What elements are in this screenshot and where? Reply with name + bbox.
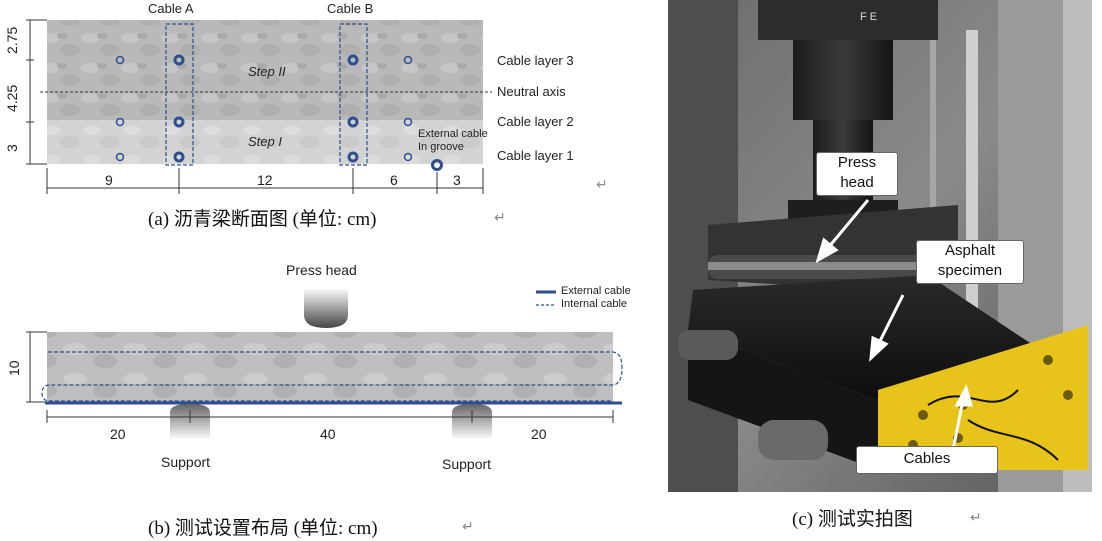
press-head-callout-text: Press head [837, 154, 877, 191]
test-photo: F E [668, 0, 1092, 492]
cable-a-box [165, 23, 194, 166]
step-2-region [47, 20, 483, 120]
internal-cable-path [41, 351, 623, 402]
step-1-label: Step I [248, 134, 282, 149]
panel-c-photo: F E Press h [668, 0, 1102, 541]
press-head-label-b: Press head [286, 262, 357, 278]
asphalt-specimen-callout-text: Asphalt specimen [937, 242, 1003, 279]
caption-b: (b) 测试设置布局 (单位: cm) [148, 518, 378, 539]
asphalt-specimen-callout: Asphalt specimen [916, 240, 1024, 284]
cable-b-box [339, 23, 368, 166]
vertical-dimensions [26, 19, 47, 165]
return-mark-a: ↵ [596, 177, 608, 193]
neutral-axis-label: Neutral axis [497, 84, 566, 99]
horizontal-dimension-b [46, 410, 614, 423]
cables-callout: Cables [856, 446, 998, 474]
caption-a: (a) 沥青梁断面图 (单位: cm) [148, 209, 377, 230]
cable-layer-2-label: Cable layer 2 [497, 114, 574, 129]
cross-section-figure [26, 19, 492, 194]
press-head-shape [304, 288, 348, 328]
horizontal-dimensions [46, 168, 484, 194]
cable-b-label: Cable B [327, 1, 374, 16]
dim-v-b: 10 [6, 360, 22, 376]
external-cable-label: External cable [418, 128, 488, 140]
cables-callout-text: Cables [903, 450, 951, 467]
return-mark-caption-a: ↵ [494, 210, 506, 226]
cable-circles [115, 54, 443, 171]
legend-external-label: External cable [561, 285, 631, 297]
step-2-label: Step II [248, 64, 286, 79]
legend-internal-label: Internal cable [561, 298, 628, 310]
vertical-dimension-b [26, 331, 47, 403]
dim-v-top: 2.75 [4, 26, 20, 54]
panel-b-test-setup: Press head External cable Internal cable… [0, 250, 660, 541]
dim-v-mid: 4.25 [4, 84, 20, 112]
cable-a-label: Cable A [148, 1, 194, 16]
beam [47, 332, 613, 402]
support-right-label: Support [442, 456, 492, 472]
caption-c: (c) 测试实拍图 [792, 509, 913, 530]
test-setup-figure [26, 288, 623, 440]
dim-v-bot: 3 [4, 144, 20, 152]
dim-h-2: 6 [390, 172, 398, 188]
panel-a-cross-section: Cable A Cable B Step II Step I Cable lay… [0, 0, 660, 240]
cable-layer-3-label: Cable layer 3 [497, 53, 574, 68]
dim-h-b-0: 20 [110, 426, 126, 442]
dim-h-1: 12 [257, 172, 273, 188]
press-head-callout: Press head [816, 152, 898, 196]
cable-layer-1-label: Cable layer 1 [497, 148, 574, 163]
dim-h-3: 3 [453, 172, 461, 188]
return-mark-caption-b: ↵ [462, 519, 474, 535]
dim-h-0: 9 [105, 172, 113, 188]
return-mark-caption-c: ↵ [970, 510, 982, 526]
step-1-region [47, 120, 483, 164]
dim-h-b-2: 20 [531, 426, 547, 442]
machine-label: F E [860, 11, 877, 23]
dim-h-b-1: 40 [320, 426, 336, 442]
in-groove-label: In groove [418, 141, 464, 153]
support-left-label: Support [161, 454, 211, 470]
